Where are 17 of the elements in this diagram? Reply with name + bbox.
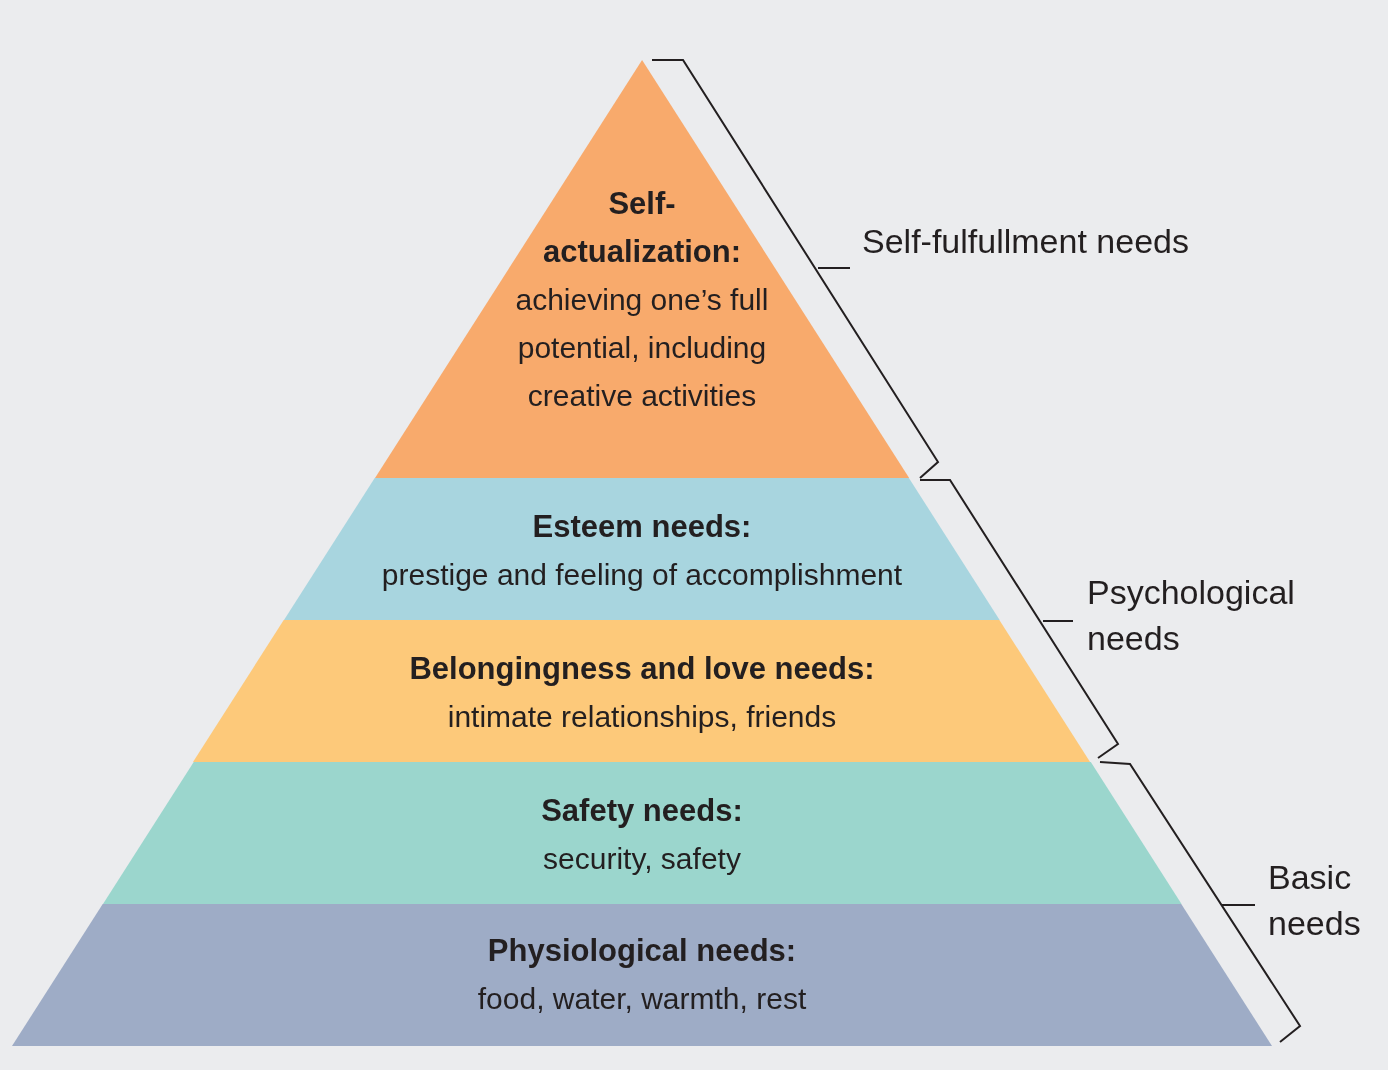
pyramid-tier xyxy=(12,904,1272,1046)
tier-description: food, water, warmth, rest xyxy=(477,982,807,1015)
tier-heading: Esteem needs: xyxy=(532,509,752,544)
tier-description: intimate relationships, friends xyxy=(447,700,837,733)
bracket-label: Basic needs xyxy=(1268,858,1361,942)
tier-heading: Safety needs: xyxy=(541,793,743,828)
tier-heading: Self-actualization: xyxy=(542,186,742,269)
tier-heading: Belongingness and love needs: xyxy=(409,651,875,686)
tier-description: achieving one’s full potential, including creative activities xyxy=(515,283,769,412)
pyramid-tier xyxy=(284,478,1000,620)
tier-heading: Physiological needs: xyxy=(487,933,797,968)
tier-description: prestige and feeling of accomplishment xyxy=(381,558,903,591)
tier-description: security, safety xyxy=(543,842,741,875)
bracket-label: Self-fulfullment needs xyxy=(862,222,1189,260)
pyramid-tier xyxy=(102,762,1182,904)
pyramid-tier xyxy=(193,620,1091,762)
bracket-label: Psychological needs xyxy=(1087,573,1295,657)
